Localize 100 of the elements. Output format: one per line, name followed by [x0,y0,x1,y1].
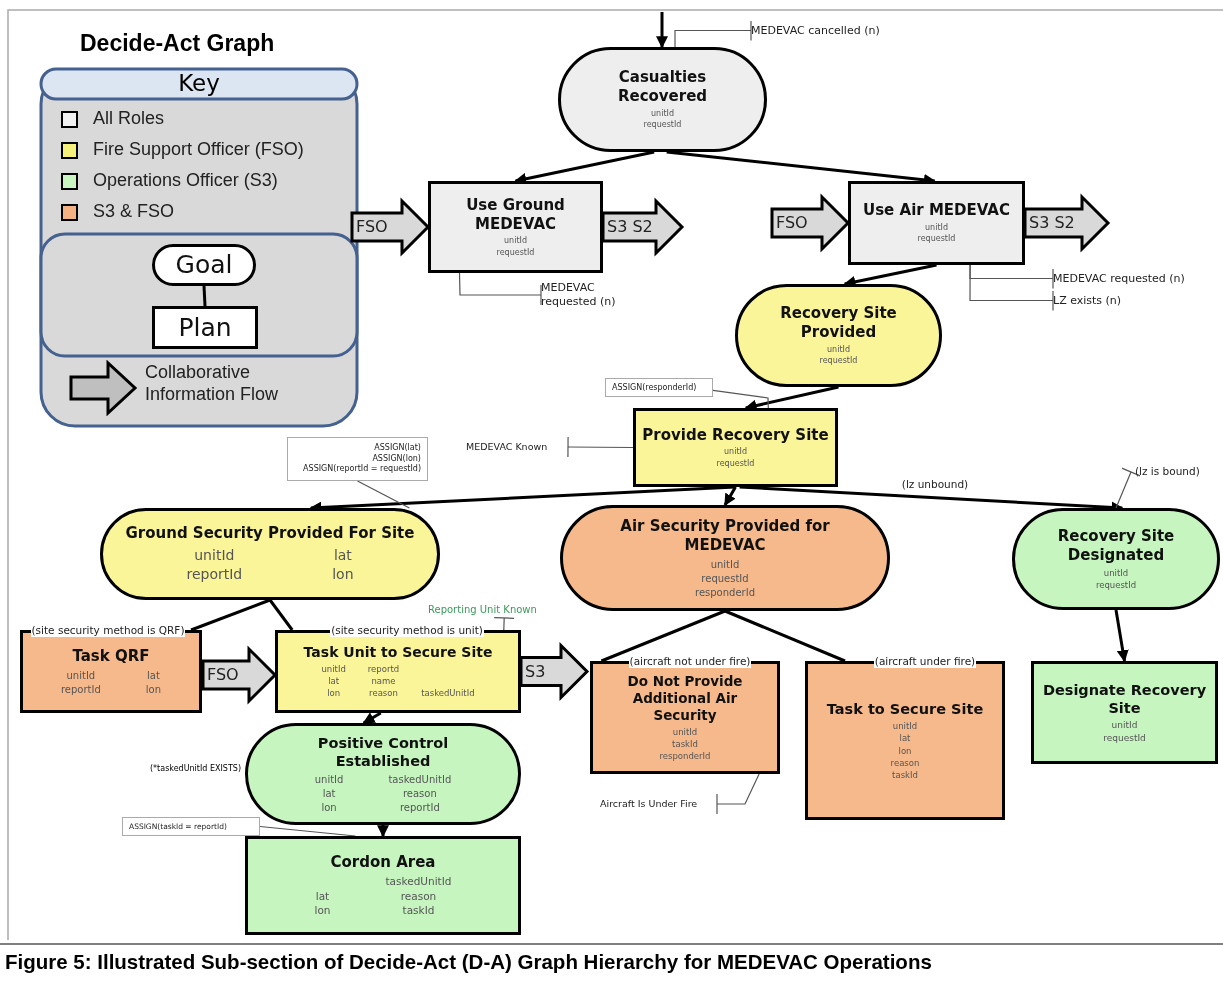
assignment-note [287,437,428,481]
field-name: unitId [193,546,236,565]
leader-line [567,436,634,458]
plan-box [152,306,258,349]
field-name: lat [321,787,337,801]
collaboration-arrow [350,197,431,257]
annotation-text: (lz is bound) [1131,460,1209,484]
node-title: Provide Recovery Site [642,425,829,445]
field-name: reason [368,688,399,700]
role-label: S3 [525,662,546,681]
field-name: unitId [321,664,346,676]
annotation-text: MEDEVAC requested (n) [1053,270,1213,287]
leader-line [712,389,769,409]
plan-box [245,836,521,935]
arrow [362,711,382,725]
node-title: Task Unit to Secure Site [303,643,493,662]
field-name: lon [320,801,338,815]
field-name: requestId [917,234,956,245]
field-name: responderId [659,750,711,762]
field-name: taskId [671,738,699,750]
assignment-text: ASSIGN(reportId = requestId) [303,464,421,475]
leader-line [716,773,760,815]
field-name: unitId [1102,567,1130,579]
field-name: unitId [650,108,675,120]
plan-box [428,181,603,273]
annotation-text: LZ exists (n) [1053,292,1153,309]
arrow [656,12,668,49]
condition-note: (*taskedUnitId EXISTS) [149,764,241,773]
field-name: unitId [924,223,949,234]
annotation-text: Reporting Unit Known [428,602,555,618]
arrow [723,486,737,507]
field-name: lat [332,546,353,565]
legend-text: S3 & FSO [93,201,175,222]
plan-box [1031,661,1218,764]
connector-line [190,598,271,632]
collaboration-arrow [519,641,590,702]
node-title: Cordon Area [330,853,436,872]
assignment-text: ASSIGN(lon) [372,453,421,464]
leader-line [458,272,542,306]
field-name: lon [145,682,162,696]
legend-text: Fire Support Officer (FSO) [93,139,304,160]
node-title: Task to Secure Site [826,700,984,719]
node-title: Air Security Provided for MEDEVAC [619,517,831,555]
collaboration-arrow [1023,193,1111,253]
field-name: lat [314,889,331,904]
field-name: requestId [496,247,535,259]
goal-node [152,244,256,286]
role-label: S3 S2 [607,218,653,236]
node-title: Use Air MEDEVAC [863,201,1010,220]
field-name: reason [399,889,438,904]
diagram-title: Decide-Act Graph [80,30,275,57]
connector-line [268,599,294,631]
plan-box [633,408,838,487]
arrow [1114,609,1129,663]
field-name: requestId [1103,732,1146,745]
field-name: requestId [716,458,755,470]
field-name: reportId [398,801,441,815]
field-name: lon [897,745,913,757]
leader-line [674,19,752,48]
connector-line [724,609,846,663]
role-label: FSO [356,218,388,236]
field-name: reason [890,757,920,769]
field-name: lat [898,733,912,745]
node-title: Do Not Provide Additional Air Security [626,673,744,724]
edge-label: (aircraft not under fire) [628,655,752,668]
field-name: responderId [695,585,755,599]
collaboration-arrow [201,645,278,705]
field-name: lat [327,676,341,688]
annotation-text: Aircraft Is Under Fire [600,796,717,812]
node-title: Use Ground MEDEVAC [465,195,566,234]
edge-label: (site security method is QRF) [30,624,186,637]
field-name: reportId [186,565,243,584]
node-title: Designate Recovery Site [1041,680,1208,717]
node-title: Task QRF [72,647,150,666]
edge-label: (aircraft under fire) [873,655,977,668]
edge-label: (site security method is unit) [330,624,484,637]
field-name: name [370,676,397,688]
annotation-text: MEDEVAC Known [466,439,568,455]
leader-line [356,480,410,509]
assignment-text: ASSIGN(lat) [374,443,421,454]
leader-line [493,617,515,631]
leader-line [969,264,1054,312]
field-name: lon [332,565,354,584]
field-name: requestId [819,356,858,367]
node-title: Positive Control Established [316,733,450,771]
node-title: Ground Security Provided For Site [125,524,415,544]
node-title: Recovery Site Provided [779,304,898,342]
node-label: Goal [175,249,233,281]
field-name: unitId [503,236,528,247]
connector-line [600,609,726,663]
field-name: reportId [60,682,101,696]
field-name: taskedUnitId [385,874,452,889]
edge-label: (lz unbound) [900,478,970,491]
field-name: unitId [709,557,741,571]
field-name: unitId [65,668,97,682]
field-name: unitId [826,344,851,356]
collaboration-arrow [770,193,851,253]
arrow [377,825,389,838]
legend-text: Collaborative Information Flow [145,362,280,406]
field-name: lat [146,668,161,682]
